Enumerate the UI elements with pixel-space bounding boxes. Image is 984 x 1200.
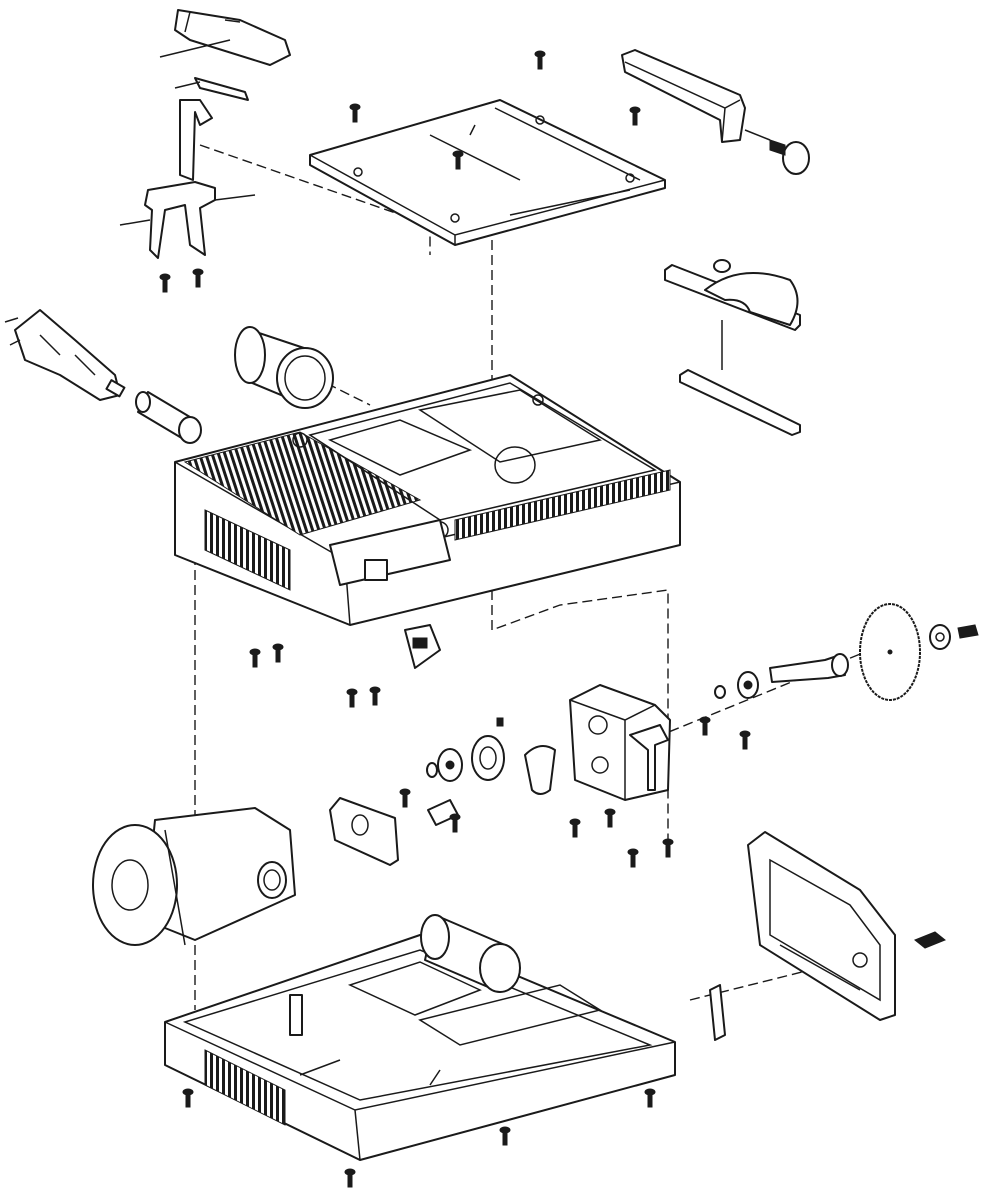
rip-fence bbox=[621, 49, 810, 175]
base-motor-cylinder bbox=[420, 914, 521, 993]
switch-cover-bracket bbox=[159, 9, 291, 181]
screw-icon bbox=[629, 106, 641, 126]
screw-icon bbox=[644, 1088, 656, 1108]
screw-icon bbox=[499, 1126, 511, 1146]
screw-icon bbox=[346, 688, 358, 708]
screw-icon bbox=[344, 1168, 356, 1188]
rocker-switch bbox=[404, 624, 441, 669]
blade-guard-clip bbox=[709, 984, 726, 1041]
miter-gauge bbox=[664, 259, 801, 436]
screw-icon bbox=[627, 848, 639, 868]
upper-housing bbox=[174, 374, 681, 626]
gearbox-housing bbox=[569, 684, 671, 801]
screw-icon bbox=[662, 838, 674, 858]
screw-icon bbox=[369, 686, 381, 706]
screw-icon bbox=[534, 50, 546, 70]
screw-icon bbox=[249, 648, 261, 668]
arbor-shaft bbox=[714, 653, 849, 699]
lower-base bbox=[164, 934, 676, 1161]
screw-icon bbox=[449, 813, 461, 833]
drive-gears bbox=[426, 717, 556, 795]
power-plug bbox=[4, 309, 126, 401]
screws bbox=[159, 50, 751, 1188]
strain-relief-tube bbox=[135, 391, 202, 444]
saw-blade bbox=[859, 603, 921, 701]
motor bbox=[92, 807, 296, 946]
screw-icon bbox=[452, 150, 464, 170]
screw-icon bbox=[192, 268, 204, 288]
screw-icon bbox=[349, 103, 361, 123]
screw-icon bbox=[699, 716, 711, 736]
screw-icon bbox=[182, 1088, 194, 1108]
motor-mount-plate bbox=[329, 797, 459, 866]
screw-icon bbox=[159, 273, 171, 293]
dust-port-sleeve bbox=[234, 326, 334, 409]
table-plate bbox=[309, 99, 666, 246]
switch-mount-bracket bbox=[119, 181, 256, 259]
screw-icon bbox=[569, 818, 581, 838]
screw-icon bbox=[272, 643, 284, 663]
side-access-cover bbox=[747, 831, 946, 1021]
blade-washer-and-nut bbox=[929, 624, 979, 650]
screw-icon bbox=[604, 808, 616, 828]
screw-icon bbox=[399, 788, 411, 808]
screw-icon bbox=[739, 730, 751, 750]
